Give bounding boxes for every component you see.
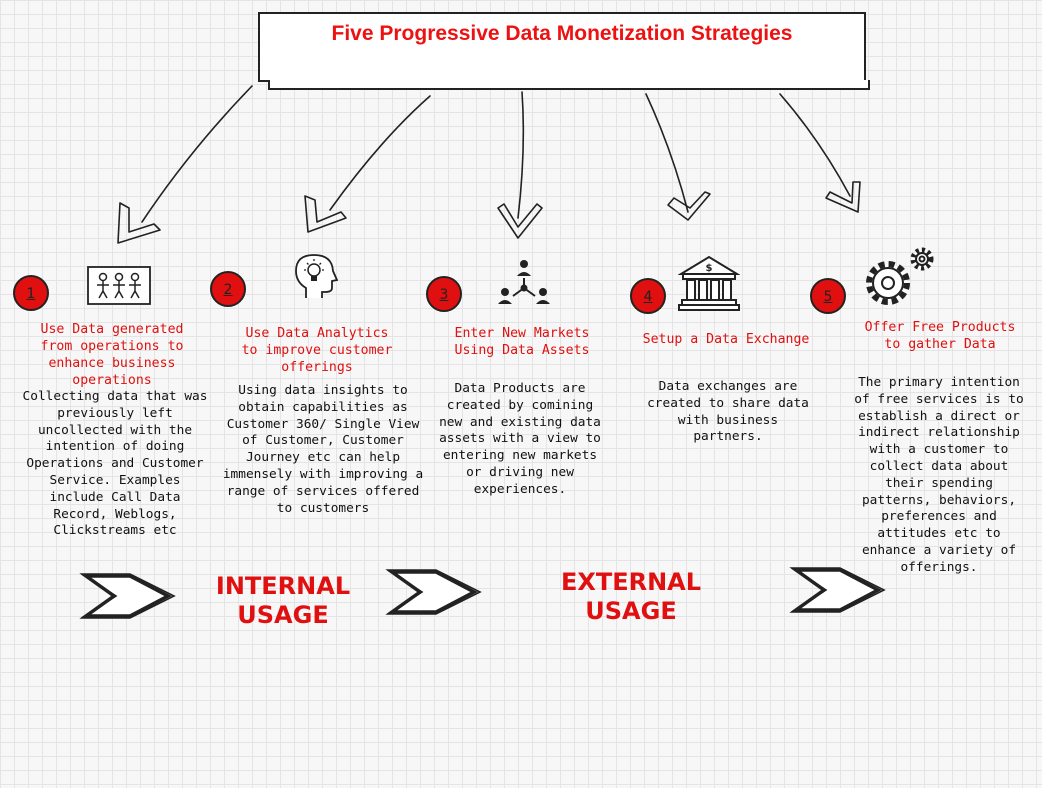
external-usage-line2: USAGE <box>585 597 677 625</box>
network-people-icon <box>498 260 550 304</box>
arrow-to-strategy-4 <box>645 93 689 213</box>
internal-usage-line1: INTERNAL <box>215 572 351 600</box>
internal-usage-label: INTERNAL USAGE <box>210 572 356 630</box>
arrow-to-strategy-5 <box>779 93 851 197</box>
strategy-4-description: Data exchanges are created to share data… <box>647 379 809 445</box>
arrowhead-5 <box>825 181 861 213</box>
internal-usage-line2: USAGE <box>237 601 329 629</box>
arrow-to-strategy-1 <box>141 85 253 223</box>
strategy-1-heading: Use Data generated from operations to en… <box>40 322 184 388</box>
chevron-arrow-3 <box>789 567 886 613</box>
title-box: Five Progressive Data Monetization Strat… <box>258 12 870 90</box>
gears-icon <box>866 247 934 305</box>
arrowhead-4 <box>667 191 711 221</box>
bank-icon: $ <box>678 255 740 311</box>
step-number-4: 4 <box>630 278 666 314</box>
chevron-arrow-2 <box>385 569 482 615</box>
strategy-2-description: Using data insights to obtain capabiliti… <box>222 383 424 516</box>
step-number-5: 5 <box>810 278 846 314</box>
strategy-5-description: The primary intention of free services i… <box>854 375 1024 575</box>
step-number-2: 2 <box>210 271 246 307</box>
step-number-3: 3 <box>426 276 462 312</box>
arrowhead-3 <box>497 203 543 239</box>
strategy-1-description: Collecting data that was previously left… <box>22 389 208 539</box>
step-number-1: 1 <box>13 275 49 311</box>
strategy-5-heading: Offer Free Products to gather Data <box>864 320 1016 352</box>
strategy-3-heading: Enter New Markets Using Data Assets <box>454 326 590 358</box>
arrowhead-1 <box>117 202 161 244</box>
arrow-to-strategy-2 <box>329 95 431 211</box>
external-usage-line1: EXTERNAL <box>560 568 702 596</box>
head-lightbulb-icon <box>295 254 338 298</box>
diagram-title: Five Progressive Data Monetization Strat… <box>331 22 793 45</box>
people-board-icon <box>87 266 151 305</box>
external-usage-label: EXTERNAL USAGE <box>556 568 706 626</box>
strategy-3-description: Data Products are created by comining ne… <box>439 381 601 497</box>
strategy-4-heading: Setup a Data Exchange <box>642 332 810 347</box>
strategy-2-heading: Use Data Analytics to improve customer o… <box>241 326 393 375</box>
svg-text:$: $ <box>706 263 713 274</box>
chevron-arrow-1 <box>79 573 176 619</box>
arrowhead-2 <box>304 195 347 233</box>
arrow-to-strategy-3 <box>517 91 525 219</box>
